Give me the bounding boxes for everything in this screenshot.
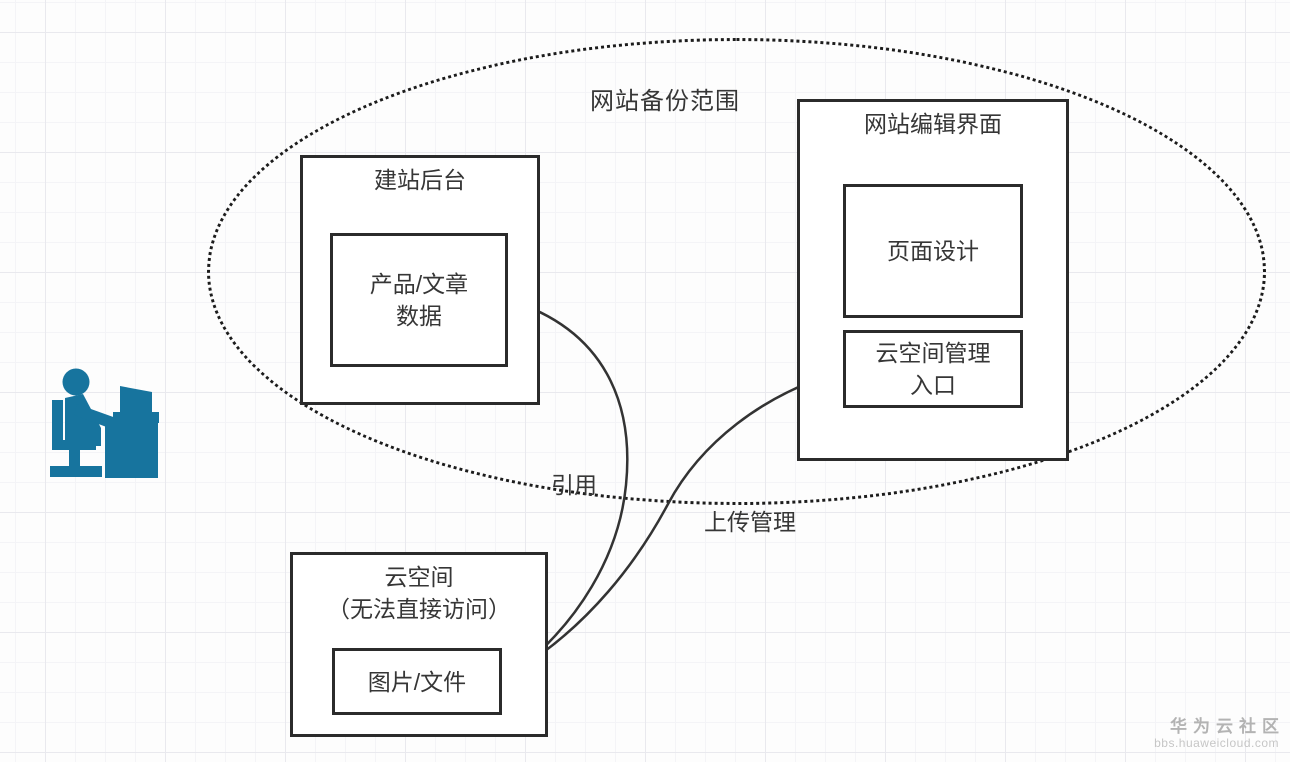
node-cloud-space-subtitle: （无法直接访问）	[327, 596, 511, 622]
node-page-design: 页面设计	[843, 184, 1023, 318]
node-cloud-entry-line2: 入口	[910, 372, 956, 398]
node-site-backend-title: 建站后台	[374, 167, 466, 193]
node-page-design-label: 页面设计	[887, 238, 979, 264]
backup-scope-label: 网站备份范围	[590, 88, 740, 115]
watermark-url: bbs.huaweicloud.com	[1154, 735, 1279, 750]
person-at-desk-icon	[50, 368, 159, 478]
upload-edge-label: 上传管理	[704, 509, 796, 535]
node-cloud-entry: 云空间管理 入口	[843, 330, 1023, 408]
node-product-data-line2: 数据	[396, 303, 442, 329]
node-site-editor-title: 网站编辑界面	[864, 111, 1002, 137]
watermark: 华为云社区 bbs.huaweicloud.com	[1154, 717, 1279, 750]
node-product-data-line1: 产品/文章	[369, 271, 469, 297]
node-files-label: 图片/文件	[367, 668, 467, 695]
reference-edge-label: 引用	[551, 472, 597, 498]
node-cloud-space-title: 云空间	[384, 564, 454, 590]
node-files: 图片/文件	[332, 648, 502, 715]
watermark-title: 华为云社区	[1170, 717, 1285, 737]
node-cloud-entry-line1: 云空间管理	[875, 340, 991, 366]
node-product-data: 产品/文章 数据	[330, 233, 508, 367]
